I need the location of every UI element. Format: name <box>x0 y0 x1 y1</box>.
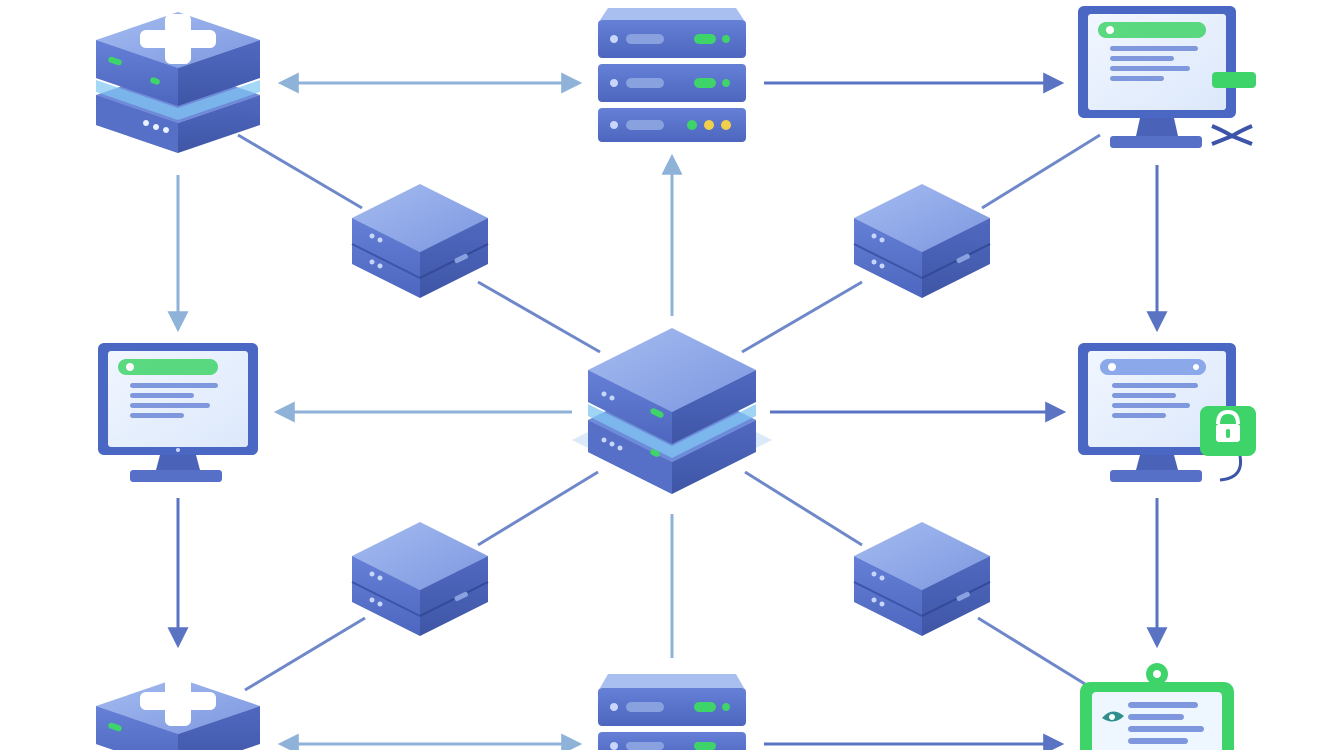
edge-switch-ul-center <box>477 280 601 354</box>
edge-center-switch-ll <box>477 470 599 547</box>
switch-upper-right <box>853 184 991 298</box>
rack-server-top-center <box>598 8 746 142</box>
switch-lower-right <box>853 522 991 636</box>
edge-switch-lr-bottomright <box>977 616 1086 686</box>
edge-switch-ll-bottomleft <box>244 616 366 692</box>
monitor-middle-left <box>98 343 258 482</box>
clipboard-bottom-right <box>1080 663 1234 750</box>
plus-icon <box>140 676 216 726</box>
switch-lower-left <box>351 522 489 636</box>
medical-server-top-left <box>96 12 260 153</box>
edge-topleft-switch-ul <box>237 133 363 210</box>
switch-upper-left <box>351 184 489 298</box>
monitor-middle-right <box>1078 343 1256 482</box>
lock-icon <box>1200 406 1256 482</box>
edges <box>167 72 1168 750</box>
edge-switch-ur-center <box>741 280 863 354</box>
wrench-icon <box>1211 124 1253 146</box>
edge-topright-switch-ur <box>981 133 1101 210</box>
rack-server-bottom-center <box>598 674 746 750</box>
edge-center-switch-lr <box>744 470 863 547</box>
medical-server-bottom-left <box>96 676 260 750</box>
central-server <box>572 328 772 494</box>
plus-icon <box>140 14 216 64</box>
monitor-top-right <box>1078 6 1256 148</box>
